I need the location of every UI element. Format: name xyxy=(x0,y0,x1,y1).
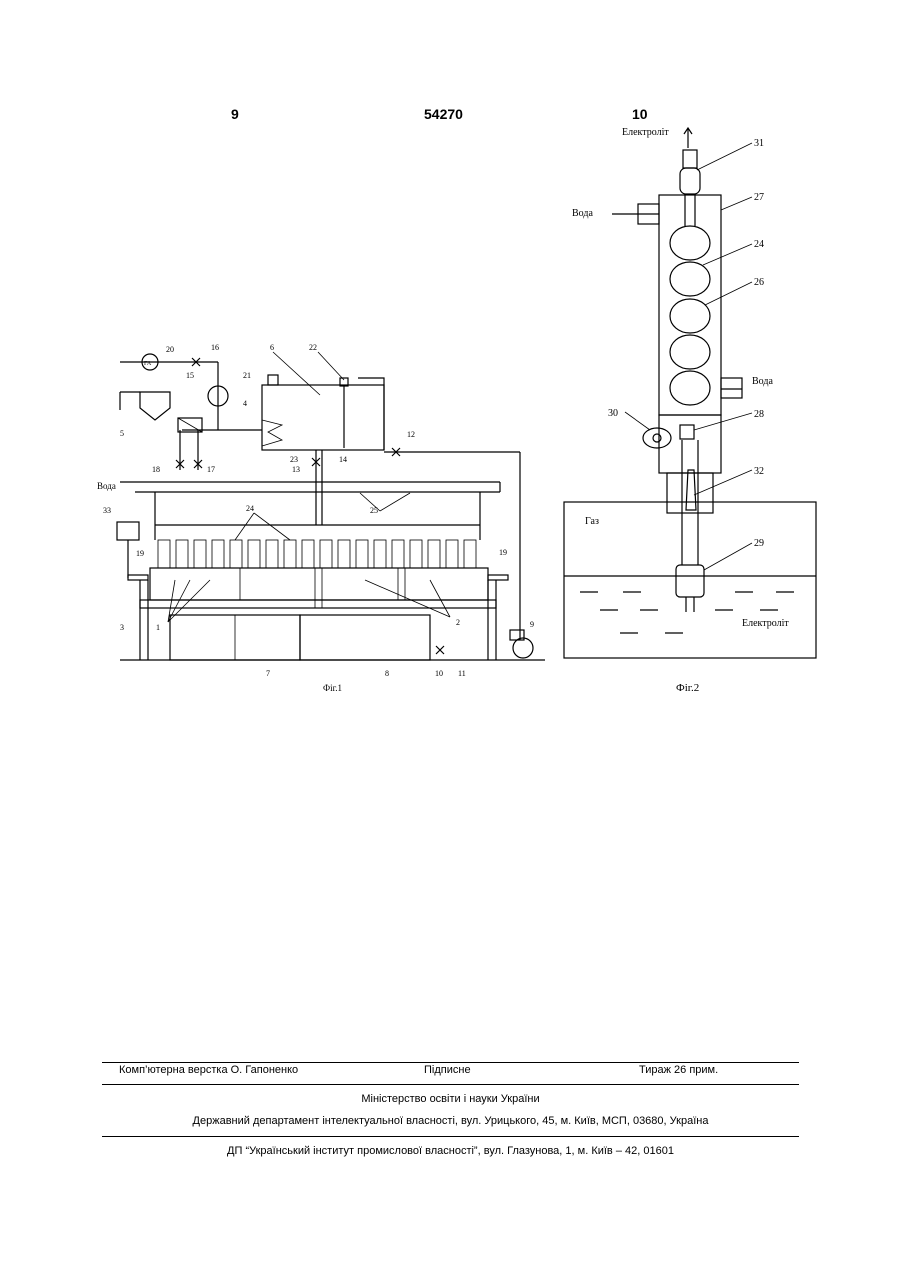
fig1-label-ga: ГА xyxy=(144,361,152,367)
fig1-label-4: 4 xyxy=(243,399,247,408)
fig2-label-electrolyte-bottom: Електроліт xyxy=(742,618,789,629)
figure-2: Електроліт Вода Вода Газ Електроліт 31 2… xyxy=(564,127,816,694)
fig1-label-voda: Вода xyxy=(97,481,116,491)
fig1-label-25: 25 xyxy=(370,506,378,515)
fig1-label-6: 6 xyxy=(270,343,274,352)
footer-department: Державний департамент інтелектуальної вл… xyxy=(102,1115,799,1127)
fig1-label-22: 22 xyxy=(309,343,317,352)
footer-institute: ДП “Український інститут промислової вла… xyxy=(102,1145,799,1157)
patent-figures: Вода 20 ГА 16 15 4 5 6 22 21 12 23 13 14… xyxy=(0,0,901,720)
fig1-label-33: 33 xyxy=(103,506,111,515)
fig2-label-32: 32 xyxy=(754,466,764,477)
fig1-label-3: 3 xyxy=(120,623,124,632)
fig1-label-5: 5 xyxy=(120,429,124,438)
fig1-label-12: 12 xyxy=(407,430,415,439)
fig1-label-19-left: 19 xyxy=(136,549,144,558)
fig2-label-26: 26 xyxy=(754,277,764,288)
fig2-label-voda-right: Вода xyxy=(752,376,773,387)
fig1-label-8: 8 xyxy=(385,669,389,678)
fig1-label-14: 14 xyxy=(339,455,347,464)
footer-circulation: Тираж 26 прим. xyxy=(639,1064,718,1076)
footer-ministry: Міністерство освіти і науки України xyxy=(102,1093,799,1105)
fig1-label-13: 13 xyxy=(292,465,300,474)
fig2-label-27: 27 xyxy=(754,192,764,203)
fig1-label-19-right: 19 xyxy=(499,548,507,557)
fig1-label-7: 7 xyxy=(266,669,270,678)
fig1-label-15: 15 xyxy=(186,371,194,380)
figure-1: Вода 20 ГА 16 15 4 5 6 22 21 12 23 13 14… xyxy=(97,343,545,693)
fig2-caption: Фіг.2 xyxy=(676,682,699,694)
fig1-label-11: 11 xyxy=(458,669,466,678)
fig1-label-18: 18 xyxy=(152,465,160,474)
fig1-label-1: 1 xyxy=(156,623,160,632)
fig2-label-31: 31 xyxy=(754,138,764,149)
footer-typesetting: Комп’ютерна верстка О. Гапоненко xyxy=(119,1064,298,1076)
fig1-label-10: 10 xyxy=(435,669,443,678)
fig2-label-voda-left: Вода xyxy=(572,208,593,219)
fig1-label-17: 17 xyxy=(207,465,215,474)
fig1-label-21: 21 xyxy=(243,371,251,380)
fig2-label-gaz: Газ xyxy=(585,516,599,527)
fig1-label-16: 16 xyxy=(211,343,219,352)
fig2-label-electrolyte-top: Електроліт xyxy=(622,127,669,138)
footer-rule-middle xyxy=(102,1084,799,1085)
footer-signed: Підписне xyxy=(424,1064,471,1076)
fig1-label-23: 23 xyxy=(290,455,298,464)
fig2-label-30: 30 xyxy=(608,408,618,419)
fig1-label-2: 2 xyxy=(456,618,460,627)
fig1-label-24: 24 xyxy=(246,504,254,513)
fig2-label-24: 24 xyxy=(754,239,764,250)
footer-rule-bottom xyxy=(102,1136,799,1137)
fig2-label-29: 29 xyxy=(754,538,764,549)
fig1-label-20: 20 xyxy=(166,345,174,354)
fig1-caption: Фіг.1 xyxy=(323,683,342,693)
fig1-label-9: 9 xyxy=(530,620,534,629)
footer-rule-top xyxy=(102,1062,799,1063)
fig2-label-28: 28 xyxy=(754,409,764,420)
